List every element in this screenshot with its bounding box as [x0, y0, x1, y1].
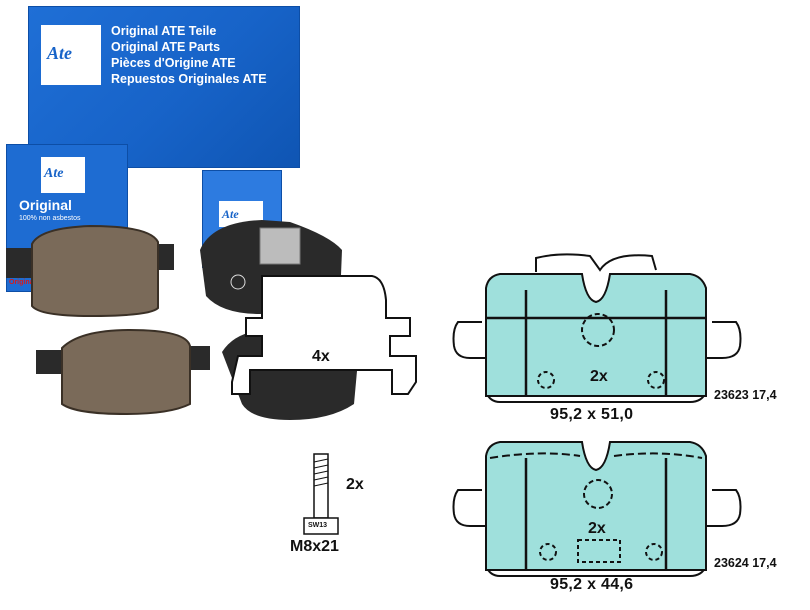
brake-pad-photo-3 [36, 328, 210, 416]
ate-product-box: Ate Original ATE Teile Original ATE Part… [28, 6, 300, 168]
pad-upper-count: 2x [590, 368, 608, 385]
box-line-fr: Pièces d'Origine ATE [111, 56, 236, 70]
small-box-red-text: Original C [9, 279, 43, 286]
bolt-size: M8x21 [290, 538, 339, 555]
small-box-title: Original [19, 197, 72, 213]
small-box-subtitle: 100% non asbestos [19, 215, 81, 222]
box-line-es: Repuestos Originales ATE [111, 72, 267, 86]
pad-lower-count: 2x [588, 520, 606, 537]
clip-drawing [231, 275, 417, 395]
box-line-en: Original ATE Parts [111, 40, 221, 54]
ate-logo: Ate [41, 25, 101, 85]
bolt-thread-icon [313, 458, 329, 487]
box-line-de: Original ATE Teile [111, 24, 217, 38]
bolt-head-label: SW13 [308, 522, 328, 529]
pad-upper-dimensions: 95,2 x 51,0 [550, 406, 634, 423]
pad-upper-code: 23623 17,4 [714, 388, 777, 402]
bolt-count: 2x [346, 476, 364, 493]
brake-pad-photo-1 [6, 224, 174, 318]
pad-lower-dimensions: 95,2 x 44,6 [550, 576, 634, 593]
pad-lower-code: 23624 17,4 [714, 556, 777, 570]
box-text: Original ATE Teile Original ATE Parts Pi… [111, 23, 267, 87]
pad-drawing-upper [452, 253, 742, 403]
bolt-drawing [303, 453, 339, 535]
clip-count: 4x [312, 348, 330, 365]
ate-small-logo: Ate [41, 157, 85, 193]
pad-drawing-lower [452, 441, 742, 577]
card-box-text: Fr [179, 243, 190, 255]
